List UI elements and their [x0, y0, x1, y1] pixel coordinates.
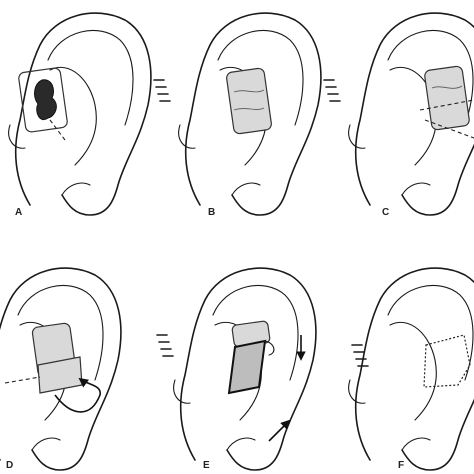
defect-region	[34, 79, 57, 120]
sutured-flap-outline	[423, 334, 471, 388]
panel-label: B	[208, 207, 215, 218]
panel-label: A	[15, 207, 22, 218]
panel-e: E	[156, 267, 317, 471]
panel-b: B	[153, 12, 322, 218]
template-outline	[18, 67, 68, 133]
cartilage-graft	[424, 65, 470, 131]
panel-label: D	[6, 460, 13, 471]
panel-a: A	[7, 12, 152, 218]
panel-d: D	[0, 267, 122, 471]
panel-label: E	[203, 460, 210, 471]
rotated-flap	[227, 339, 267, 395]
panel-label: F	[398, 460, 404, 471]
panel-label: C	[382, 207, 389, 218]
cartilage-graft	[226, 67, 272, 135]
panel-f: F	[347, 267, 474, 471]
panel-c: C	[323, 12, 474, 218]
